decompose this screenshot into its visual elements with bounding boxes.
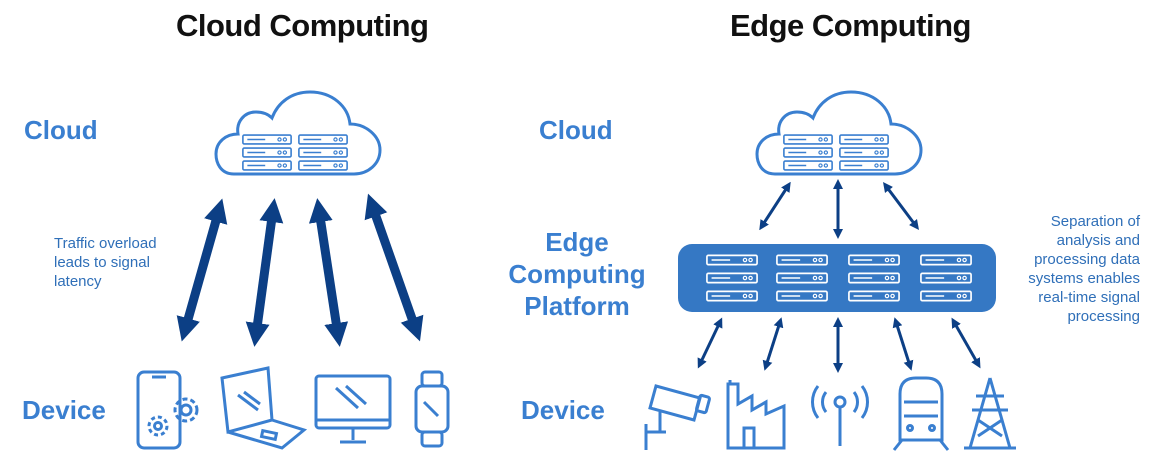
device-label-right: Device (521, 395, 605, 425)
separation-note-line: systems enables (1028, 270, 1140, 287)
separation-note-line: processing (1067, 308, 1140, 325)
edge-computing-title: Edge Computing (730, 8, 971, 43)
latency-note-line: latency (54, 273, 102, 290)
cloud-icon (216, 92, 380, 174)
cctv-camera-icon (644, 384, 711, 450)
laptop-icon (220, 366, 308, 450)
edge-platform-label: Edge Computing Platform (497, 226, 657, 322)
cloud-label-right: Cloud (539, 115, 613, 145)
platform-device-arrows (697, 317, 981, 373)
cloud-device-arrows (176, 193, 424, 347)
smartwatch-icon (414, 370, 450, 448)
cloud-computing-title: Cloud Computing (176, 8, 429, 43)
cloud-label-left: Cloud (24, 115, 98, 145)
edge-platform-box (678, 244, 996, 312)
device-label-left: Device (22, 395, 106, 425)
edge-side-cloud-icon (757, 92, 921, 174)
factory-icon (726, 380, 786, 450)
edge-platform-label-line: Computing (508, 259, 646, 289)
antenna-icon (811, 385, 869, 446)
edge-platform-label-line: Platform (524, 291, 630, 321)
edge-platform-label-line: Edge (545, 227, 609, 257)
smartphone-icon (136, 370, 199, 450)
latency-note-line: leads to signal (54, 254, 150, 271)
separation-note: Separation of analysis and processing da… (990, 212, 1140, 326)
separation-note-line: real-time signal (1038, 289, 1140, 306)
separation-note-line: analysis and (1056, 232, 1140, 249)
monitor-icon (314, 374, 392, 444)
latency-note-line: Traffic overload (54, 235, 157, 252)
latency-note: Traffic overload leads to signal latency (54, 234, 157, 291)
separation-note-line: processing data (1034, 251, 1140, 268)
cloud-platform-arrows (759, 179, 919, 239)
separation-note-line: Separation of (1050, 213, 1140, 230)
train-icon (892, 376, 950, 451)
power-tower-icon (964, 377, 1016, 450)
